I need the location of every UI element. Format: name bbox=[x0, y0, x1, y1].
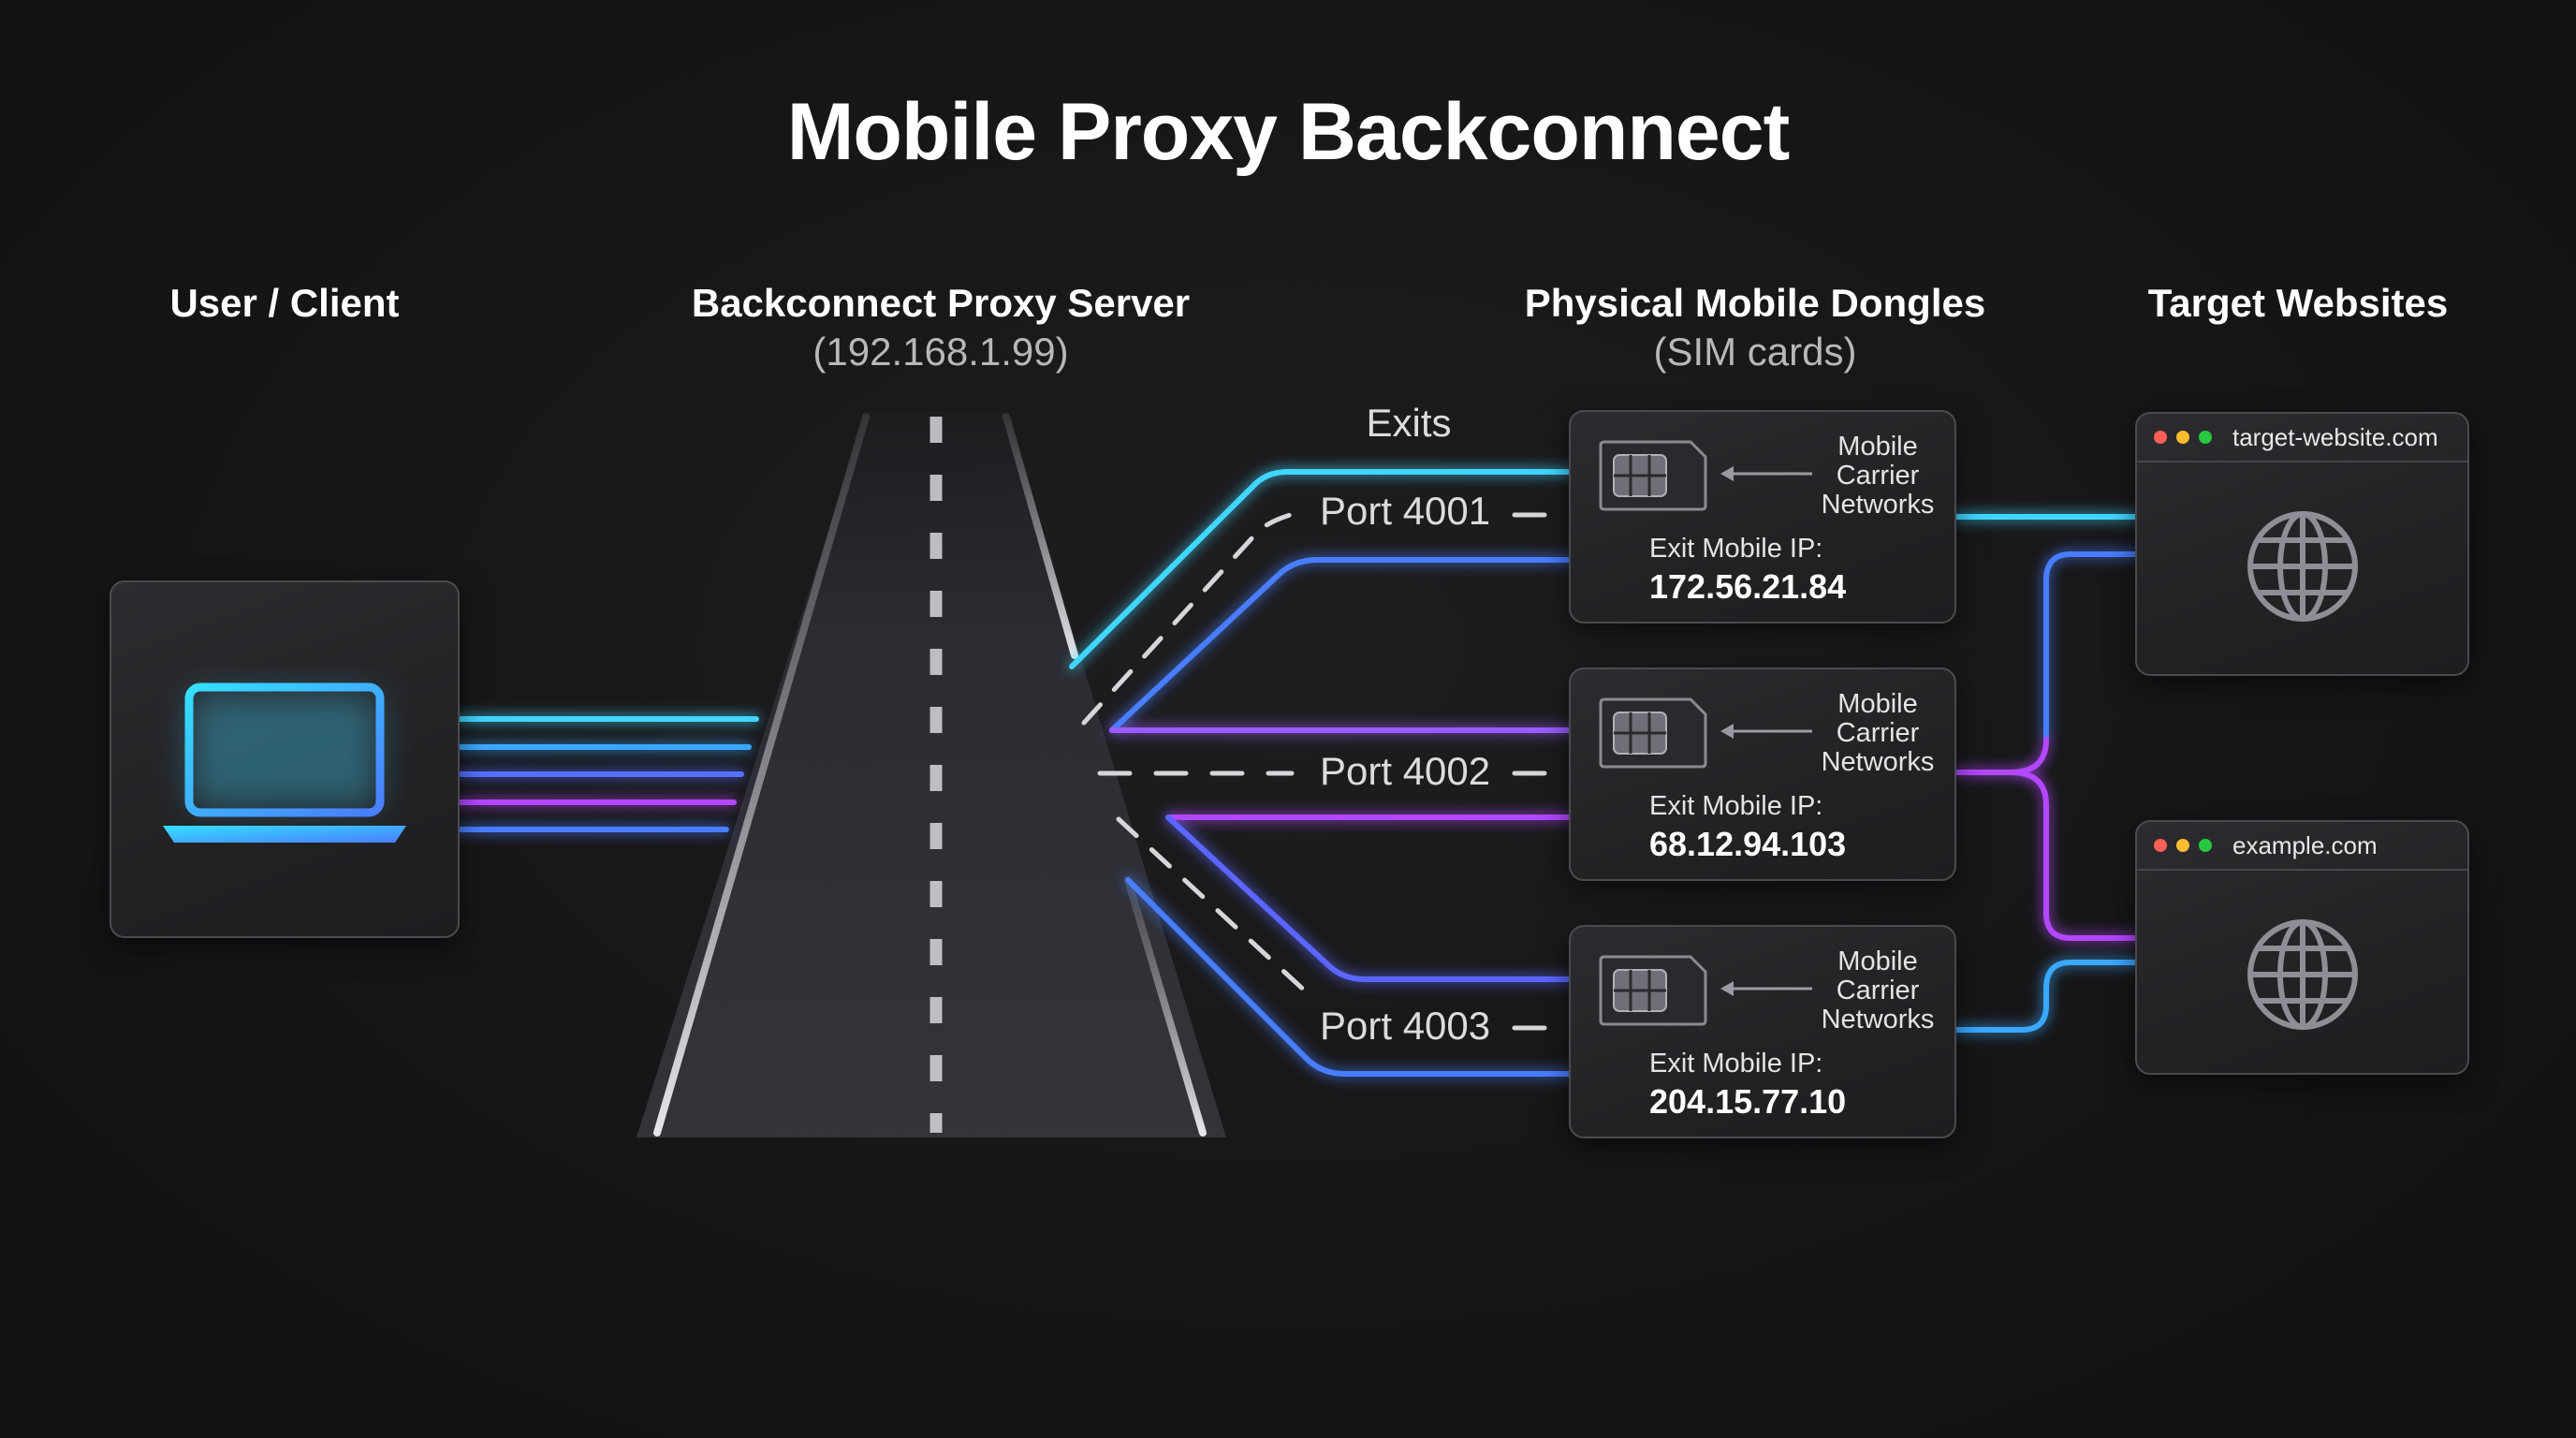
website-card-target[interactable]: target-website.com bbox=[2135, 412, 2469, 676]
exit-routes bbox=[1069, 469, 1572, 1077]
close-dot-icon bbox=[2154, 839, 2167, 852]
dongles-column-subheading: (SIM cards) bbox=[1653, 330, 1857, 374]
route-dongle-1-bottom bbox=[1109, 557, 1572, 733]
page-title: Mobile Proxy Backconnect bbox=[786, 87, 1790, 177]
globe-icon bbox=[2247, 511, 2358, 622]
dongle-2-ip: 68.12.94.103 bbox=[1649, 825, 1847, 863]
website-routes bbox=[1954, 514, 2140, 1033]
sim-chip-icon bbox=[1599, 955, 1707, 1026]
client-column-heading: User / Client bbox=[169, 281, 400, 325]
arrow-left-icon bbox=[1720, 466, 1812, 481]
dongle-1-ip: 172.56.21.84 bbox=[1649, 567, 1847, 606]
client-connection-lines bbox=[456, 716, 759, 832]
arrow-left-icon bbox=[1720, 724, 1812, 739]
minimize-dot-icon bbox=[2176, 839, 2189, 852]
website-card-example[interactable]: example.com bbox=[2135, 820, 2469, 1075]
dongle-3-exit-label: Exit Mobile IP: bbox=[1649, 1049, 1823, 1078]
laptop-icon bbox=[163, 682, 406, 843]
port-4003-label: Port 4003 bbox=[1320, 1004, 1491, 1048]
dongle-1-exit-label: Exit Mobile IP: bbox=[1649, 534, 1823, 564]
sim-chip-icon bbox=[1599, 697, 1707, 769]
minimize-dot-icon bbox=[2176, 431, 2189, 444]
browser-titlebar bbox=[2137, 822, 2467, 871]
route-dongle-3-top bbox=[1165, 814, 1572, 982]
route-dongle-1-top bbox=[1069, 469, 1572, 669]
sim-chip-icon bbox=[1599, 440, 1707, 511]
browser-titlebar bbox=[2137, 414, 2467, 462]
route-merge-blue bbox=[2043, 551, 2140, 742]
route-dongle-3-bottom bbox=[1125, 877, 1572, 1077]
dongles-column-heading: Physical Mobile Dongles bbox=[1524, 281, 1986, 325]
close-dot-icon bbox=[2154, 431, 2167, 444]
maximize-dot-icon bbox=[2199, 431, 2212, 444]
website-url[interactable]: target-website.com bbox=[2232, 423, 2438, 451]
backconnect-server-road bbox=[637, 412, 1226, 1137]
globe-icon bbox=[2247, 919, 2358, 1030]
port-4003-dash bbox=[1116, 816, 1311, 997]
route-3-to-example bbox=[1954, 960, 2140, 1033]
route-merge-violet bbox=[1954, 737, 2049, 808]
port-4001-dash bbox=[1081, 510, 1299, 726]
route-merge-lower bbox=[2043, 802, 2140, 941]
server-column-heading: Backconnect Proxy Server bbox=[691, 281, 1191, 325]
port-4001-label: Port 4001 bbox=[1320, 489, 1491, 533]
website-url[interactable]: example.com bbox=[2232, 831, 2378, 859]
port-4002-label: Port 4002 bbox=[1320, 749, 1491, 793]
server-ip-subheading: (192.168.1.99) bbox=[812, 330, 1069, 374]
dongle-2-exit-label: Exit Mobile IP: bbox=[1649, 791, 1823, 821]
client-card[interactable] bbox=[110, 580, 460, 938]
dongle-3-ip: 204.15.77.10 bbox=[1649, 1082, 1847, 1121]
maximize-dot-icon bbox=[2199, 839, 2212, 852]
exits-label: Exits bbox=[1366, 401, 1452, 445]
arrow-left-icon bbox=[1720, 981, 1812, 996]
targets-column-heading: Target Websites bbox=[2147, 281, 2449, 325]
port-dashed-lines bbox=[1081, 510, 1547, 1031]
